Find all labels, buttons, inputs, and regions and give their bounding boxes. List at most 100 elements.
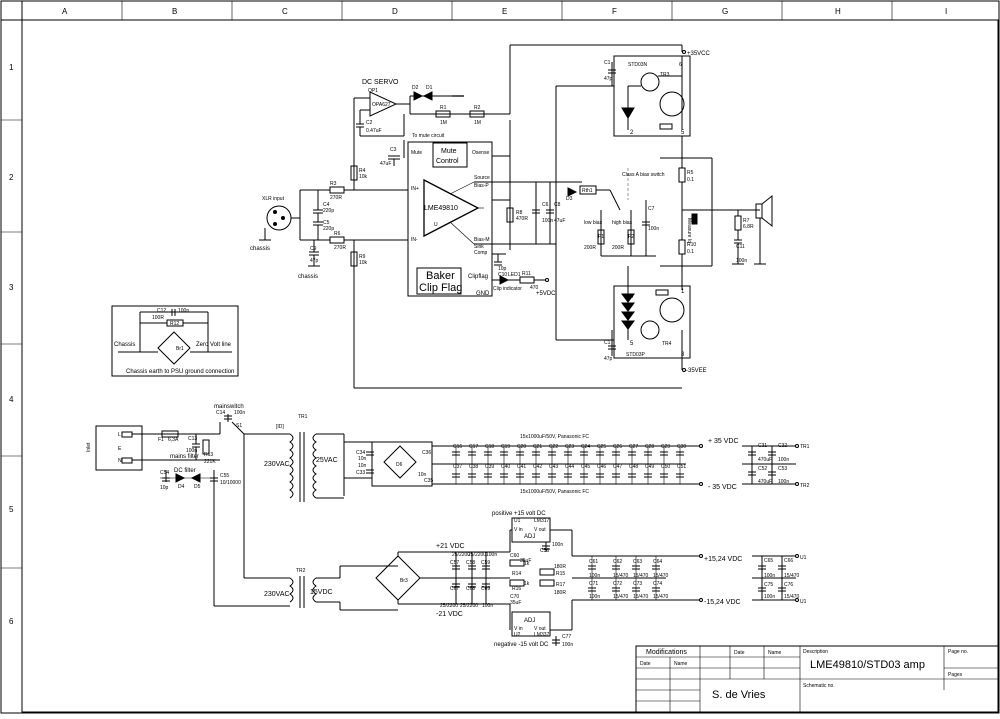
r16-label: R16	[512, 586, 521, 592]
c10-value: 10p	[498, 266, 507, 272]
cap15-neg-value: 100n	[589, 594, 600, 600]
c1-lower-label: C1	[604, 340, 611, 346]
c13-value: 100n	[186, 448, 197, 454]
bank-cap-label: C42	[533, 464, 542, 470]
c2-value: 0.47uF	[366, 128, 382, 134]
c65-value: 100n	[764, 573, 775, 579]
cap15-neg-value: 15/470	[653, 594, 669, 600]
bank-cap-label: C30	[677, 444, 686, 450]
chassis-2: chassis	[298, 274, 318, 280]
rail-35: + 35 VDC - 35 VDC C31 470uF C32 100n C52…	[686, 438, 810, 491]
c60-value: 35uF	[520, 558, 531, 564]
c10-label: C10	[498, 272, 507, 278]
bridge-diodes	[383, 445, 417, 479]
to-mute-label: To mute circuit	[412, 133, 445, 139]
c52-value: 470uF	[758, 479, 772, 485]
bank-cap-label: C21	[533, 444, 542, 450]
tr1-label: TR1	[298, 414, 308, 420]
bank-cap-label: C29	[661, 444, 670, 450]
bank-cap-label: C16	[453, 444, 462, 450]
bank-cap-label: C51	[677, 464, 686, 470]
r3-label: R3	[330, 181, 337, 187]
tb-name2: Name	[768, 650, 782, 656]
resistor-r9	[350, 251, 358, 267]
r7-label: R7	[743, 218, 750, 224]
r14-label: R14	[512, 571, 521, 577]
led-clip	[499, 275, 510, 285]
bank-cap-label: C26	[613, 444, 622, 450]
r1-value: 1M	[440, 120, 447, 126]
bank-cap-label: C37	[453, 464, 462, 470]
chassis-box-label: Chassis	[114, 342, 135, 348]
resistor-r10	[678, 239, 686, 255]
resistor-r15	[539, 568, 555, 576]
inm-pin: IN-	[411, 237, 418, 243]
mainswitch-label: mainswitch	[214, 404, 244, 410]
r11-label: R11	[522, 271, 531, 277]
resistor-r16	[509, 579, 525, 587]
servo-opamp	[369, 91, 398, 117]
d2-label: D2	[412, 85, 419, 91]
internal-resistor-p	[655, 289, 669, 296]
bank-top-label: 15x1000uF/50V, Panasonic FC	[520, 434, 589, 440]
chassis-1: chassis	[250, 246, 270, 252]
bank-cap-label: C49	[645, 464, 654, 470]
c70-label: C70	[510, 594, 519, 600]
c34-label: C34	[356, 450, 365, 456]
c68-label: C68	[466, 586, 475, 592]
tr2-secondary	[312, 577, 317, 603]
chassis-earth-box: C12 100n R12 100R Br1 Chassis Zero Volt …	[111, 305, 239, 377]
comp-pin: Comp	[474, 250, 488, 256]
c67-value: 25/2200	[440, 603, 458, 609]
r9-value: 10k	[359, 260, 368, 266]
r4-label: R4	[359, 168, 366, 174]
c32-value: 100n	[778, 457, 789, 463]
c36-value: 10n	[418, 472, 427, 478]
tb-name: Name	[674, 661, 688, 667]
c55-label: C55	[220, 473, 229, 479]
plus-35-label: + 35 VDC	[708, 438, 739, 445]
r15-label: R15	[556, 571, 565, 577]
c14-value: 100n	[234, 410, 245, 416]
cap15-neg-label: C74	[653, 581, 662, 587]
c31-label: C31	[758, 443, 767, 449]
neg15-label: negative -15 volt DC	[494, 642, 549, 648]
clipflag-pin: Clipflag	[468, 274, 488, 280]
inlet-n: N	[118, 458, 122, 464]
cap15-neg-label: C73	[633, 581, 642, 587]
u1-vin: V in	[514, 527, 523, 533]
c75-value: 100n	[764, 594, 775, 600]
bank-cap-label: C41	[517, 464, 526, 470]
c7-value: 100n	[648, 226, 659, 232]
f1-value: 6,3A	[168, 437, 179, 443]
transistor-driver-n	[640, 72, 660, 92]
tr3-label: TR3	[660, 72, 670, 78]
bank-cap-label: C45	[581, 464, 590, 470]
transistor-output-p	[659, 297, 685, 323]
col-label: F	[612, 7, 617, 16]
std03n-package	[613, 55, 691, 137]
pos15-label: positive +15 volt DC	[492, 511, 546, 517]
c33-label: C33	[356, 470, 365, 476]
bank-cap-label: C46	[597, 464, 606, 470]
chip-outline	[407, 141, 493, 297]
c34-value: 10n	[358, 456, 367, 462]
col-label: A	[62, 7, 68, 16]
std03p-label: STD03P	[626, 352, 646, 358]
speaker-coil	[755, 203, 763, 219]
c6-label: C6	[542, 202, 549, 208]
resistor-r4	[350, 165, 358, 181]
column-dividers	[121, 1, 893, 20]
row-label: 1	[9, 63, 14, 72]
col-label: D	[392, 7, 398, 16]
baker-clip-box	[416, 267, 462, 295]
pin5-label: 5	[681, 130, 685, 136]
rth-label: Rth1	[582, 188, 593, 194]
c76-value: 15/470	[784, 594, 800, 600]
mute-pin: Mute	[411, 150, 422, 156]
col-label: E	[502, 7, 507, 16]
speaker-icon	[761, 194, 773, 228]
